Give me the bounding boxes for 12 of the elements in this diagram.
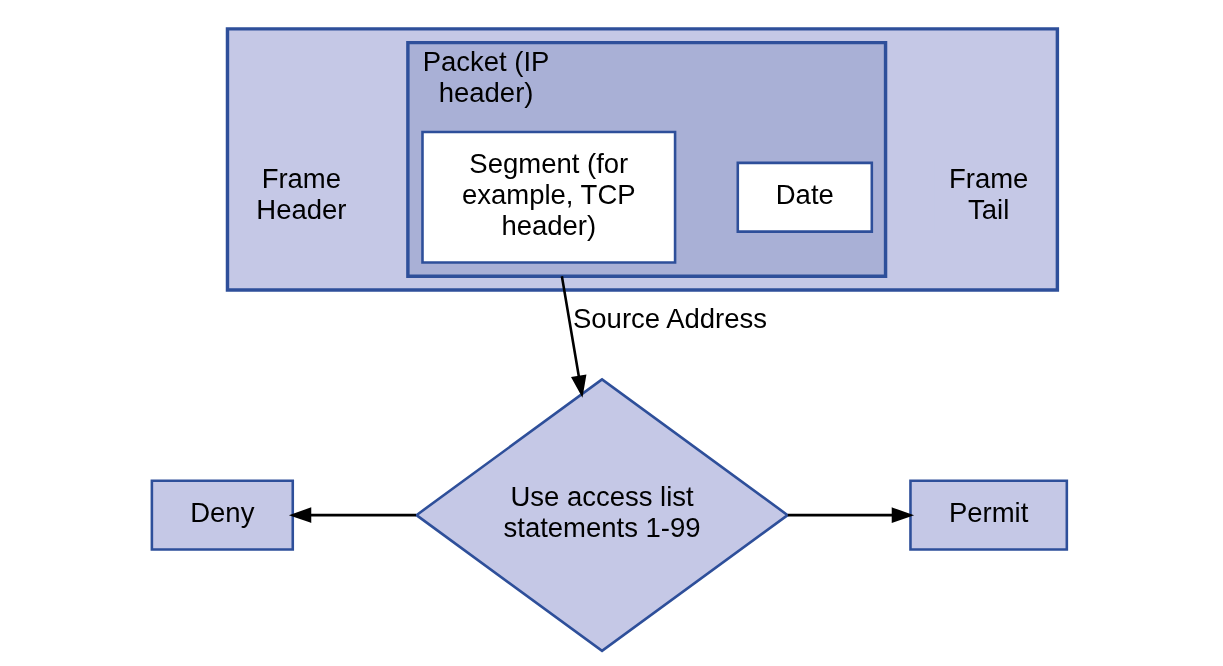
node-text: Frame Tail <box>948 163 1029 226</box>
node-text: Frame Header <box>256 163 347 226</box>
arrow <box>787 507 915 523</box>
node-box: Permit <box>909 479 1069 551</box>
node-box: Segment (for example, TCP header) <box>421 130 677 264</box>
arrow <box>288 507 416 523</box>
node-box: Date <box>736 161 874 233</box>
node-box: Deny <box>150 479 295 551</box>
cluster <box>225 27 1060 292</box>
arrow <box>560 276 587 398</box>
node-diamond: Use access list statements 1-99 <box>414 377 790 653</box>
edge-label: Source Address <box>573 302 768 334</box>
